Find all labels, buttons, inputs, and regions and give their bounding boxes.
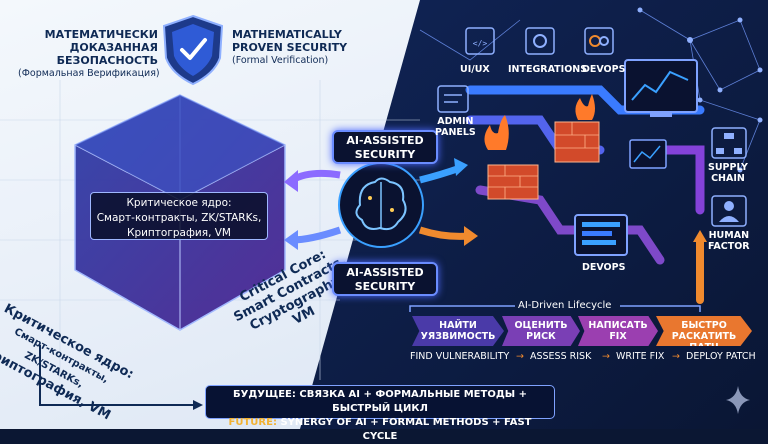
brain-circuit-icon — [339, 163, 423, 247]
step2-line1: ОЦЕНИТЬ — [514, 320, 567, 331]
core-line3: Криптография, VM — [127, 227, 231, 239]
steps-en-deploy: DEPLOY PATCH — [686, 351, 756, 362]
title-en-line2: PROVEN SECURITY — [232, 41, 347, 54]
title-ru: МАТЕМАТИЧЕСКИ ДОКАЗАННАЯ БЕЗОПАСНОСТЬ (Ф… — [18, 28, 158, 80]
monitor-chart-icon — [625, 60, 697, 117]
title-en: MATHEMATICALLY PROVEN SECURITY (Formal V… — [232, 28, 347, 67]
label-supply-chain: SUPPLY CHAIN — [708, 162, 748, 184]
ai-top-line2: SECURITY — [355, 148, 415, 161]
step-write-fix: НАПИСАТЬ FIX — [578, 316, 658, 346]
server-monitor-icon — [575, 215, 627, 255]
monitor-small-icon — [630, 140, 666, 168]
title-ru-subtitle: (Формальная Верификация) — [18, 67, 158, 80]
critical-core-box: Критическое ядро: Смарт-контракты, ZK/ST… — [90, 192, 268, 240]
supply-line1: SUPPLY — [708, 162, 748, 173]
step-assess-risk: ОЦЕНИТЬ РИСК — [502, 316, 580, 346]
future-en-label: FUTURE: — [229, 417, 277, 428]
steps-en-assess: ASSESS RISK — [530, 351, 591, 362]
label-devops-bottom: DEVOPS — [582, 262, 625, 273]
steps-en-arrow3: → — [672, 351, 680, 362]
step3-line2: FIX — [609, 331, 626, 342]
step3-line1: НАПИСАТЬ — [588, 320, 647, 331]
steps-en-arrow2: → — [602, 351, 610, 362]
ai-bottom-line1: AI-ASSISTED — [346, 266, 423, 279]
title-en-subtitle: (Formal Verification) — [232, 54, 347, 67]
title-ru-line1: МАТЕМАТИЧЕСКИ — [45, 28, 158, 41]
core-line2: Смарт-контракты, ZK/STARKs, — [97, 212, 262, 224]
svg-text:</>: </> — [473, 39, 488, 48]
human-line1: HUMAN — [709, 230, 749, 241]
future-en: FUTURE: SYNERGY OF AI + FORMAL METHODS +… — [214, 416, 546, 444]
label-human-factor: HUMAN FACTOR — [708, 230, 750, 252]
step1-line1: НАЙТИ — [439, 320, 477, 331]
ai-bottom-line2: SECURITY — [355, 280, 415, 293]
steps-en-write: WRITE FIX — [616, 351, 664, 362]
step-deploy-patch: БЫСТРО РАСКАТИТЬ ПАТЧ — [656, 316, 752, 346]
step1-line2: УЯЗВИМОСТЬ — [421, 331, 496, 342]
step-find-vulnerability: НАЙТИ УЯЗВИМОСТЬ — [412, 316, 504, 346]
label-integrations: INTEGRATIONS — [508, 64, 587, 75]
step2-line2: РИСК — [526, 331, 556, 342]
steps-en-find: FIND VULNERABILITY — [410, 351, 509, 362]
step4-line1: БЫСТРО — [681, 320, 727, 331]
title-en-line1: MATHEMATICALLY — [232, 28, 342, 41]
title-ru-line2: ДОКАЗАННАЯ — [70, 41, 158, 54]
shield-check-icon — [164, 16, 222, 84]
future-en-rest: SYNERGY OF AI + FORMAL METHODS + FAST CY… — [277, 417, 532, 442]
core-line1: Критическое ядро: — [126, 197, 231, 209]
human-line2: FACTOR — [708, 241, 750, 252]
label-admin-panels: ADMIN PANELS — [435, 116, 476, 138]
lifecycle-title: AI-Driven Lifecycle — [518, 300, 611, 311]
label-devops-top: DEVOPS — [582, 64, 625, 75]
admin-line1: ADMIN — [437, 116, 473, 127]
supply-line2: CHAIN — [711, 173, 745, 184]
ai-top-line1: AI-ASSISTED — [346, 134, 423, 147]
label-ui-ux: UI/UX — [460, 64, 490, 75]
admin-line2: PANELS — [435, 127, 476, 138]
steps-en-arrow1: → — [516, 351, 524, 362]
future-banner: БУДУЩЕЕ: СВЯЗКА AI + ФОРМАЛЬНЫЕ МЕТОДЫ +… — [205, 385, 555, 419]
ai-assisted-security-bottom: AI-ASSISTED SECURITY — [332, 262, 438, 296]
title-ru-line3: БЕЗОПАСНОСТЬ — [57, 54, 158, 67]
ai-assisted-security-top: AI-ASSISTED SECURITY — [332, 130, 438, 164]
future-ru: БУДУЩЕЕ: СВЯЗКА AI + ФОРМАЛЬНЫЕ МЕТОДЫ +… — [214, 388, 546, 416]
